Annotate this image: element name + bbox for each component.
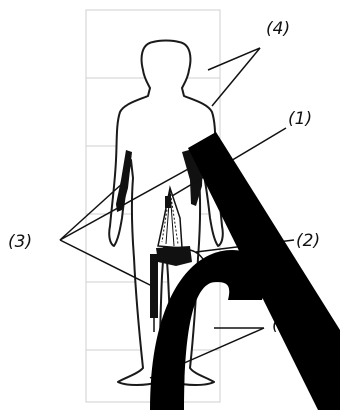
leader-4-upper-a xyxy=(208,48,260,70)
label-1: (1) xyxy=(288,109,312,129)
label-3: (3) xyxy=(8,232,32,252)
label-4-upper: (4) xyxy=(266,19,290,39)
leader-4-upper-b xyxy=(212,48,260,106)
label-2: (2) xyxy=(296,231,320,251)
